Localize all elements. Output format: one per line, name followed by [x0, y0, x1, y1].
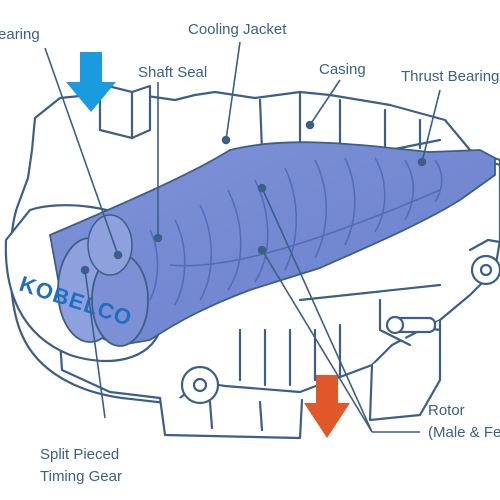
label-rotor: Rotor [428, 402, 465, 419]
label-cooling-jacket: Cooling Jacket [188, 21, 287, 38]
label-thrust-bearing: Thrust Bearing [401, 68, 500, 85]
outlet-arrow-icon [304, 375, 350, 438]
label-bearing: Bearing [0, 26, 40, 43]
drive-shaft [180, 254, 500, 405]
label-shaft-seal: Shaft Seal [138, 64, 208, 81]
label-timing-gear-line2: Timing Gear [40, 468, 122, 485]
label-rotor-sub: (Male & Female) [428, 424, 500, 441]
callout-leader-lines [44, 41, 441, 433]
label-casing: Casing [319, 61, 366, 78]
screw-rotors [48, 141, 496, 347]
inlet-arrow-icon [66, 52, 116, 112]
label-timing-gear-line1: Split Pieced [40, 446, 120, 463]
